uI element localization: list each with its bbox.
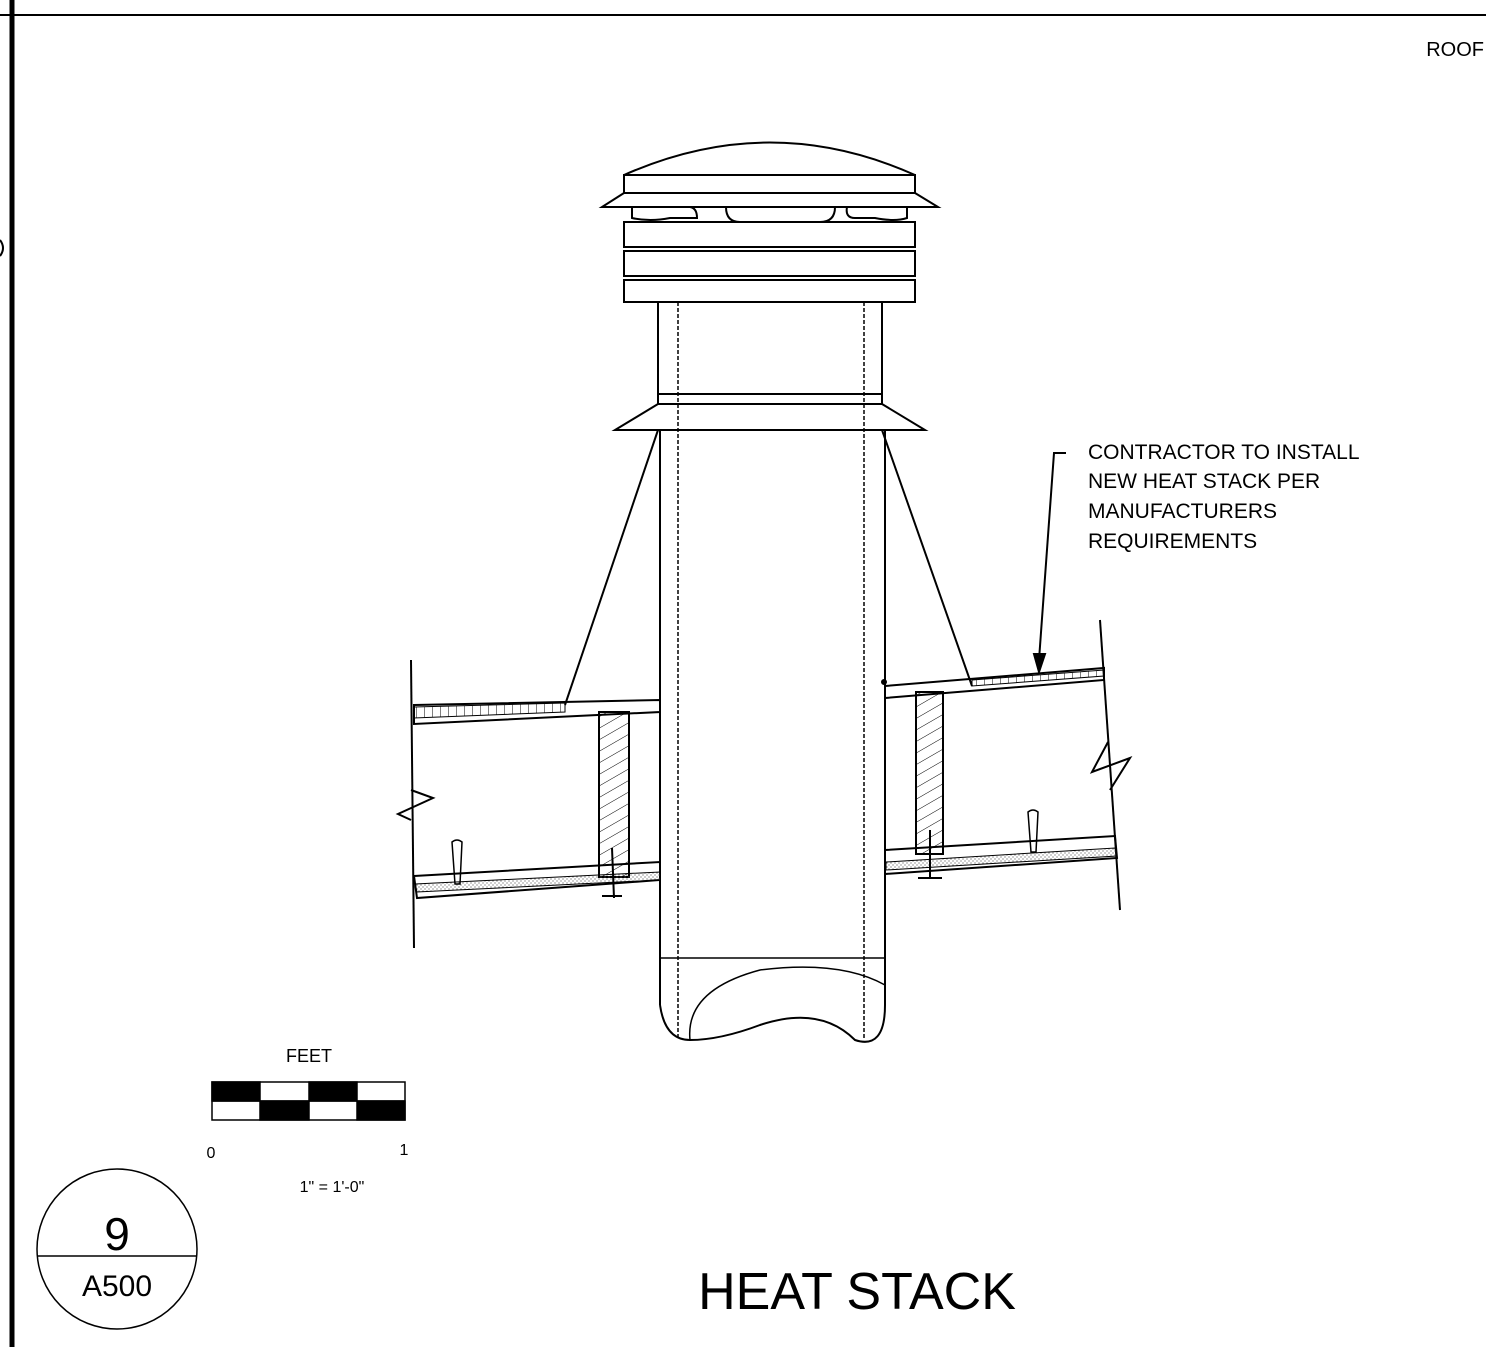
dome-cap — [623, 141, 916, 176]
scale-tick-end: 1 — [400, 1142, 409, 1159]
collar-cone — [611, 403, 929, 431]
scale-note: 1" = 1'-0" — [300, 1179, 365, 1196]
detail-number: 9 — [104, 1208, 130, 1260]
roof-assembly-right — [884, 619, 1133, 911]
cap-band — [623, 174, 916, 194]
vent-right — [845, 206, 908, 221]
pipe-break — [659, 1004, 886, 1043]
scale-bar — [211, 1081, 406, 1121]
flashing-left — [564, 429, 659, 706]
callout-line-3: MANUFACTURERS — [1088, 500, 1277, 523]
heat-stack — [564, 141, 973, 1043]
callout-line-1: CONTRACTOR TO INSTALL — [1088, 441, 1360, 464]
vent-center — [725, 206, 836, 223]
flashing-right — [881, 429, 973, 687]
detail-sheet-ref: A500 — [82, 1270, 152, 1303]
louver-ring-3 — [623, 279, 916, 303]
corner-label: ROOF — [1426, 39, 1484, 61]
drawing-title: HEAT STACK — [698, 1263, 1016, 1321]
callout-leader — [1032, 452, 1066, 676]
blocking-right — [915, 691, 944, 855]
cap-brim — [598, 192, 942, 208]
vent-left — [631, 206, 699, 221]
louver-ring-1 — [623, 221, 916, 248]
storm-collar — [657, 393, 883, 405]
louver-ring-2 — [623, 250, 916, 277]
scale-tick-start: 0 — [207, 1145, 216, 1162]
roof-assembly-left — [395, 659, 661, 949]
blocking-left — [598, 711, 630, 878]
callout-line-2: NEW HEAT STACK PER — [1088, 470, 1320, 493]
callout-line-4: REQUIREMENTS — [1088, 530, 1257, 553]
detail-tag — [36, 1168, 198, 1330]
scale-units-label: FEET — [286, 1046, 332, 1066]
